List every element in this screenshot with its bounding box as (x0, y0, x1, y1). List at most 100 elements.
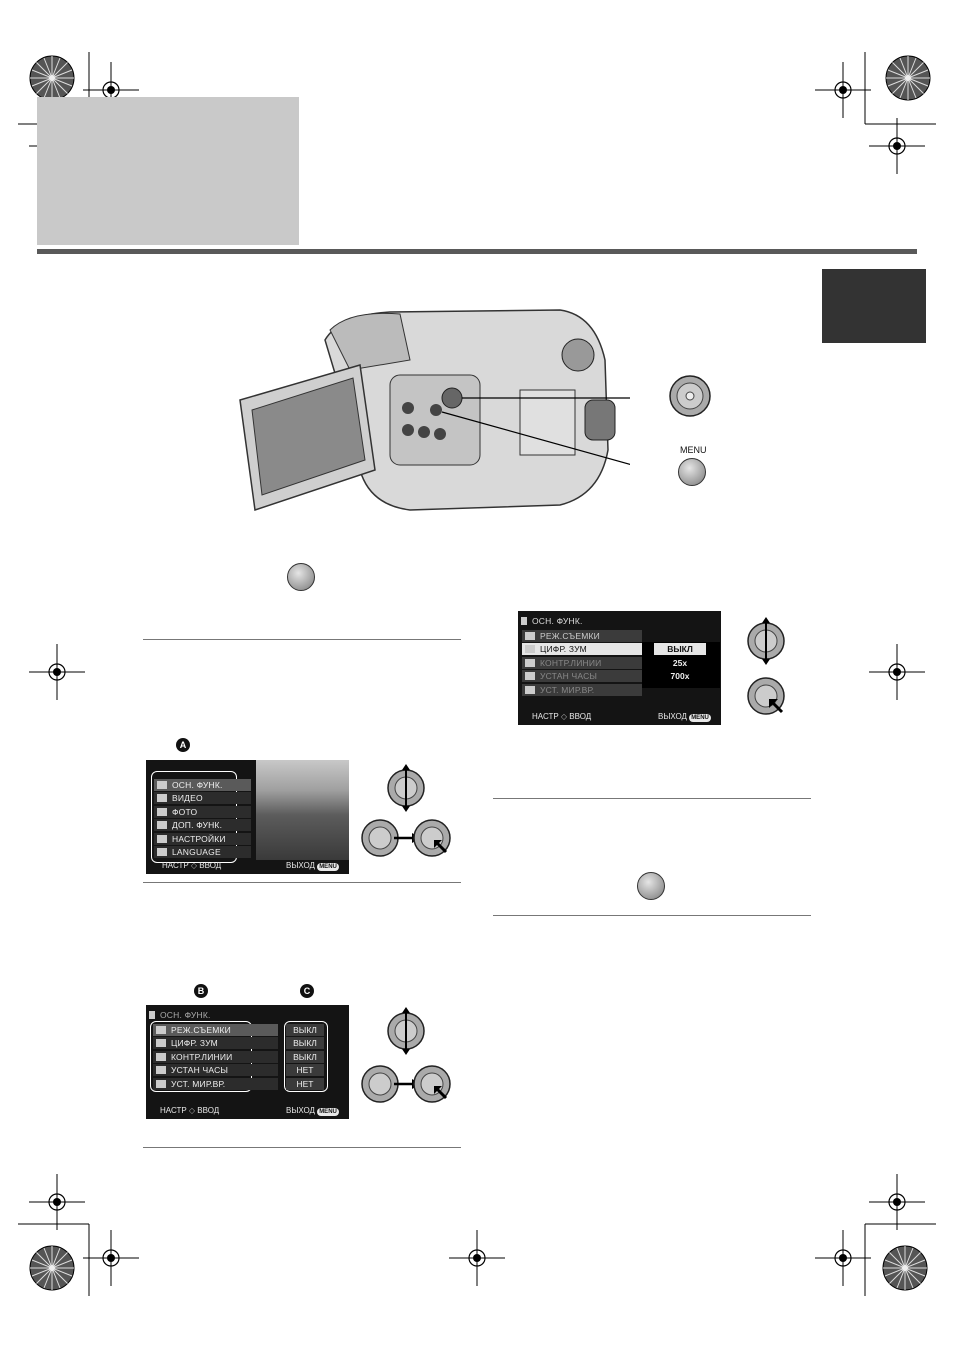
zoom-header: ОСН. ФУНК. (532, 616, 583, 626)
grid-icon (525, 658, 535, 667)
submenu-item-label: РЕЖ.СЪЕМКИ (171, 1025, 231, 1035)
zoom-icon (525, 645, 535, 654)
globe-icon (525, 685, 535, 694)
submenu-item-value: ВЫКЛ (286, 1024, 324, 1036)
joystick-select-icon (747, 617, 785, 715)
header-rule (37, 249, 917, 254)
submenu-header: ОСН. ФУНК. (160, 1010, 211, 1020)
clock-icon (525, 672, 535, 681)
zoom-menu-item-label: УСТАН ЧАСЫ (540, 671, 598, 682)
landscape-photo (256, 760, 349, 860)
zoom-menu-item[interactable]: РЕЖ.СЪЕМКИ (522, 630, 642, 642)
top-menu-item[interactable]: НАСТРОЙКИ (154, 832, 251, 845)
top-menu-item[interactable]: LANGUAGE (154, 846, 251, 858)
menu-button-label: MENU (680, 445, 707, 455)
top-menu-item-label: ДОП. ФУНК. (172, 820, 223, 831)
lcd-footer-enter: ВВОД (199, 861, 222, 870)
globe-icon (156, 1079, 166, 1088)
lcd-footer-enter-2: ВВОД (197, 1106, 220, 1115)
joystick-updown-icon-2 (361, 1007, 451, 1103)
top-menu-item-label: LANGUAGE (172, 847, 221, 857)
submenu-item-label: ЦИФР. ЗУМ (171, 1038, 218, 1049)
lcd-footer-enter-3: ВВОД (569, 712, 592, 721)
step-divider-5 (493, 915, 811, 916)
joystick-icon[interactable] (668, 374, 712, 418)
zoom-menu-item-label: ЦИФР. ЗУМ (540, 644, 587, 655)
zoom-menu-item[interactable]: ЦИФР. ЗУМ (522, 643, 642, 656)
marker-b: B (194, 984, 208, 998)
zoom-option[interactable]: 25x (672, 657, 688, 668)
zoom-menu-item[interactable]: КОНТР.ЛИНИИ (522, 656, 642, 669)
scn-icon (156, 1026, 166, 1034)
submenu-item-value: ВЫКЛ (286, 1037, 324, 1050)
marker-c: C (300, 984, 314, 998)
zoom-option[interactable]: 700x (670, 671, 690, 681)
language-icon (157, 848, 167, 856)
marker-a: A (176, 738, 190, 752)
zoom-option[interactable]: ВЫКЛ (654, 643, 706, 655)
submenu-item-label: КОНТР.ЛИНИИ (171, 1051, 233, 1062)
submenu-item[interactable]: РЕЖ.СЪЕМКИ (153, 1024, 278, 1036)
top-menu-item[interactable]: ДОП. ФУНК. (154, 819, 251, 832)
zoom-menu-item-label: РЕЖ.СЪЕМКИ (540, 631, 600, 641)
zoom-icon (156, 1039, 166, 1048)
step-divider-4 (493, 798, 811, 799)
star-mark-top-right (885, 55, 931, 101)
star-mark-top-left (29, 55, 75, 101)
step-divider-3 (143, 1147, 461, 1148)
submenu-item[interactable]: УСТ. МИР.ВР. (153, 1077, 278, 1090)
menu-button[interactable] (678, 458, 706, 486)
zoom-menu-item-label: КОНТР.ЛИНИИ (540, 657, 602, 668)
top-menu-item-label: ОСН. ФУНК. (172, 780, 223, 790)
top-menu-item-label: НАСТРОЙКИ (172, 833, 226, 844)
menu-button-exit[interactable] (637, 872, 665, 900)
lcd-footer-setup-3: НАСТР (532, 712, 559, 721)
lcd-footer-exit: ВЫХОД (286, 861, 315, 870)
menu-badge-3: MENU (689, 714, 711, 722)
menu-badge: MENU (317, 863, 339, 871)
zoom-menu-item[interactable]: УСТАН ЧАСЫ (522, 670, 642, 683)
star-mark-bottom-right (882, 1245, 928, 1291)
top-menu-item[interactable]: ВИДЕО (154, 792, 251, 805)
clock-icon (156, 1066, 166, 1075)
submenu-item[interactable]: УСТАН ЧАСЫ (153, 1064, 278, 1077)
camcorder-illustration (239, 309, 630, 511)
step-divider (143, 639, 461, 640)
video-icon (157, 794, 167, 803)
advanced-icon (157, 821, 167, 830)
lcd-footer-exit-2: ВЫХОД (286, 1106, 315, 1115)
joystick-updown-icon (361, 764, 451, 857)
menu-button-step[interactable] (287, 563, 315, 591)
top-menu-item[interactable]: ОСН. ФУНК. (154, 779, 251, 791)
top-menu-item-label: ВИДЕО (172, 793, 203, 804)
submenu-item-label: УСТ. МИР.ВР. (171, 1078, 226, 1089)
top-menu-item[interactable]: ФОТО (154, 805, 251, 818)
step-divider-2 (143, 882, 461, 883)
lcd-footer-setup: НАСТР (162, 861, 189, 870)
menu-badge-2: MENU (317, 1108, 339, 1116)
lcd-footer-setup-2: НАСТР (160, 1106, 187, 1115)
lcd-footer-exit-3: ВЫХОД (658, 712, 687, 721)
star-mark-bottom-left (29, 1245, 75, 1291)
zoom-menu-item[interactable]: УСТ. МИР.ВР. (522, 683, 642, 696)
top-menu-item-label: ФОТО (172, 806, 198, 817)
scn-icon (525, 632, 535, 640)
submenu-item-label: УСТАН ЧАСЫ (171, 1065, 229, 1076)
lcd-submenu: ОСН. ФУНК. НАСТР ◇ ВВОД ВЫХОД MENU РЕЖ.С… (146, 1005, 349, 1119)
submenu-item-value: НЕТ (286, 1064, 324, 1077)
setup-icon (157, 834, 167, 843)
header-gray-box (37, 97, 299, 245)
lcd-zoom-options: ОСН. ФУНК. НАСТР ◇ ВВОД ВЫХОД MENU РЕЖ.С… (518, 611, 721, 725)
wrench-icon (157, 781, 167, 789)
submenu-value-frame (284, 1021, 328, 1092)
submenu-item-value: НЕТ (286, 1077, 324, 1090)
submenu-item[interactable]: ЦИФР. ЗУМ (153, 1037, 278, 1050)
zoom-menu-item-label: УСТ. МИР.ВР. (540, 684, 595, 695)
camera-icon (157, 807, 167, 816)
section-side-tab (822, 269, 926, 343)
submenu-item-value: ВЫКЛ (286, 1050, 324, 1063)
submenu-item[interactable]: КОНТР.ЛИНИИ (153, 1050, 278, 1063)
